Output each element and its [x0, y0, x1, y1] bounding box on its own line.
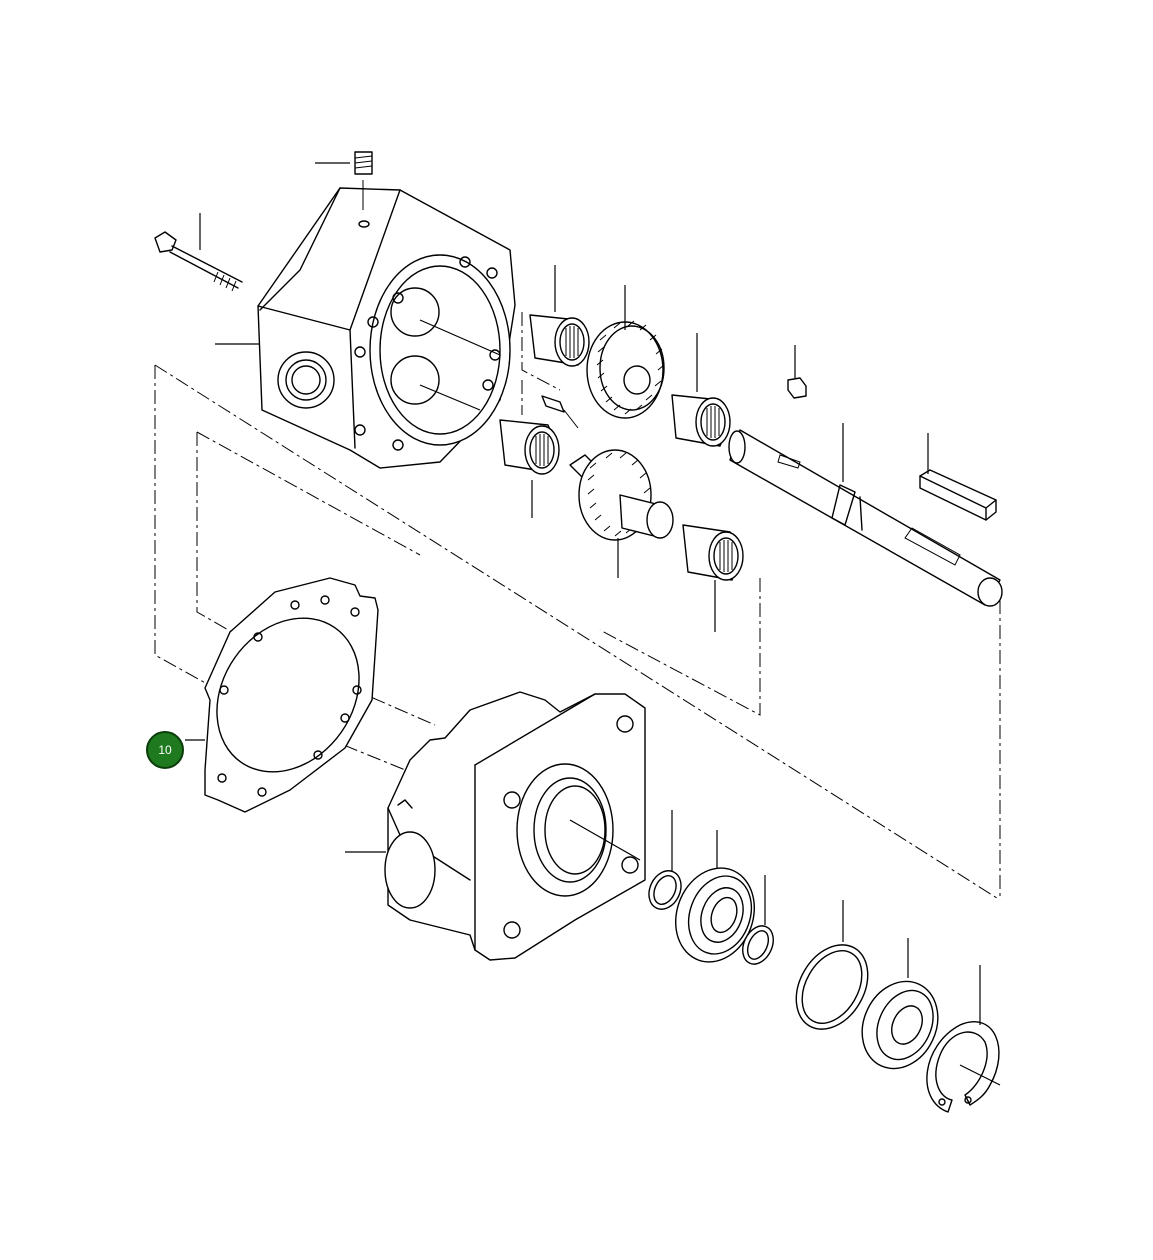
dowel-pin[interactable]: [541, 395, 579, 429]
snap-ring-small[interactable]: [643, 866, 687, 915]
callout-10-label: 10: [158, 743, 172, 757]
needle-bearing-upper-left[interactable]: [529, 314, 590, 367]
o-ring[interactable]: [782, 932, 882, 1042]
gasket[interactable]: [188, 577, 389, 813]
upper-gear-housing[interactable]: [257, 187, 516, 469]
part-leader-lines: [199, 162, 1001, 1086]
lower-idler-gear[interactable]: [569, 449, 674, 541]
snap-ring-medium[interactable]: [737, 921, 779, 969]
needle-bearing-lower-left[interactable]: [499, 419, 560, 475]
output-flange-housing[interactable]: [384, 691, 646, 961]
callout-10-badge[interactable]: [146, 731, 184, 769]
assembly-guide-lines: [154, 312, 1001, 901]
shaft-key[interactable]: [919, 469, 997, 521]
output-shaft[interactable]: [728, 429, 1003, 607]
through-bolt[interactable]: [154, 231, 243, 292]
callout-10[interactable]: 10: [146, 731, 205, 769]
oil-seal[interactable]: [848, 969, 951, 1081]
ball-bearing[interactable]: [663, 857, 767, 973]
woodruff-key[interactable]: [787, 377, 807, 399]
needle-bearing-lower-right[interactable]: [682, 524, 744, 581]
retaining-ring[interactable]: [926, 1021, 1000, 1113]
upper-drive-gear[interactable]: [586, 320, 665, 419]
set-screw[interactable]: [354, 151, 373, 210]
needle-bearing-upper-right[interactable]: [671, 394, 731, 447]
